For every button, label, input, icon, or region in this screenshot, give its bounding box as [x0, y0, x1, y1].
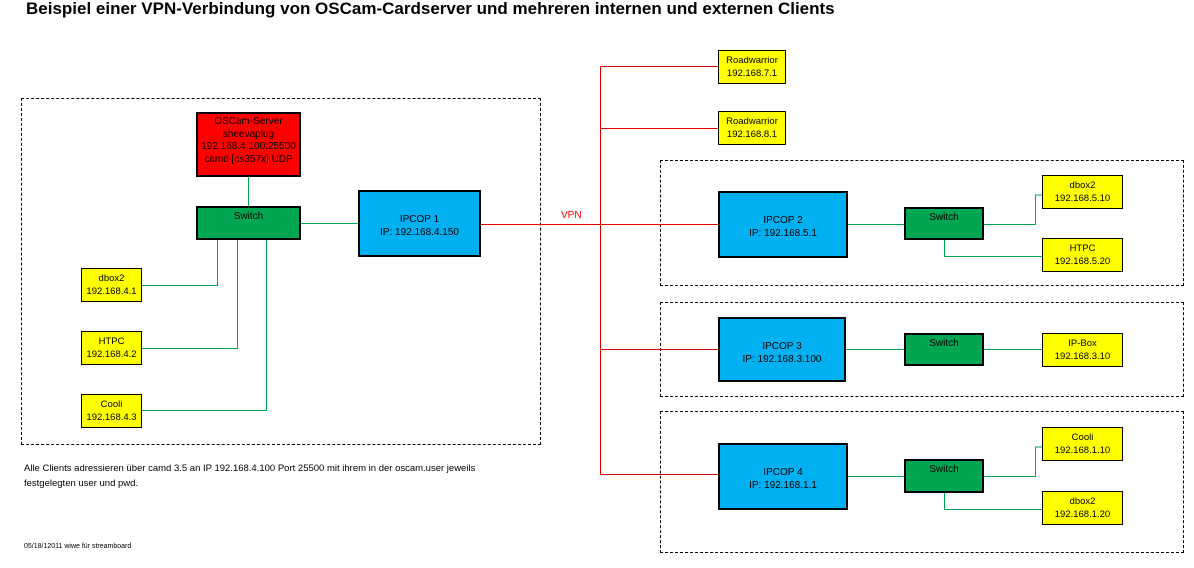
vpn-links — [480, 66, 719, 475]
footer-credit: 05/18/12011 wiwe für streamboard — [24, 543, 132, 550]
switch-main: Switch — [196, 206, 301, 240]
client-name: HTPC — [1069, 243, 1096, 254]
switch-site4: Switch — [904, 459, 984, 493]
lan-links — [142, 176, 1043, 510]
switch-label: Switch — [233, 211, 264, 222]
client-dbox2-site2: dbox2 192.168.5.10 — [1042, 175, 1123, 209]
roadwarrior-2: Roadwarrior 192.168.8.1 — [718, 111, 786, 145]
client-ip: 192.168.8.1 — [726, 129, 778, 140]
client-ip: 192.168.5.20 — [1054, 256, 1111, 267]
client-ip: 192.168.5.10 — [1054, 193, 1111, 204]
switch-label: Switch — [929, 464, 959, 475]
roadwarrior-1: Roadwarrior 192.168.7.1 — [718, 50, 786, 84]
server-protocol: camd [cs357x] UDP — [204, 153, 293, 165]
server-address: 192.168.4.100:25500 — [201, 141, 296, 152]
router-name: IPCOP 3 — [762, 341, 802, 352]
link-switch-htpc — [142, 239, 238, 349]
client-name: dbox2 — [98, 273, 125, 284]
client-name: Cooli — [100, 399, 123, 410]
oscam-server-node: OSCam-Server sheevaplug 192.168.4.100:25… — [196, 112, 301, 177]
link-switch2-htpc — [944, 239, 1043, 257]
switch-label: Switch — [929, 212, 959, 223]
client-dbox2-site4: dbox2 192.168.1.20 — [1042, 491, 1123, 525]
link-switch2-dbox2 — [983, 194, 1043, 225]
client-ip: 192.168.7.1 — [726, 68, 778, 79]
router-name: IPCOP 1 — [399, 214, 440, 225]
link-switch4-cooli — [983, 446, 1043, 477]
client-cooli-site4: Cooli 192.168.1.10 — [1042, 427, 1123, 461]
client-ip: 192.168.4.3 — [86, 412, 137, 423]
client-htpc-internal: HTPC 192.168.4.2 — [81, 331, 142, 365]
client-ip: 192.168.3.10 — [1054, 351, 1111, 362]
client-ip: 192.168.1.10 — [1054, 445, 1111, 456]
router-name: IPCOP 4 — [763, 467, 803, 478]
server-host: sheevaplug — [222, 128, 275, 140]
ipcop2-node: IPCOP 2 IP: 192.168.5.1 — [718, 191, 848, 258]
ipcop4-node: IPCOP 4 IP: 192.168.1.1 — [718, 443, 848, 510]
router-ip: IP: 192.168.4.150 — [380, 227, 459, 238]
client-ipbox-site3: IP-Box 192.168.3.10 — [1042, 333, 1123, 367]
client-ip: 192.168.4.1 — [86, 286, 137, 297]
router-name: IPCOP 2 — [763, 215, 803, 226]
client-name: dbox2 — [1069, 180, 1096, 191]
switch-site2: Switch — [904, 207, 984, 240]
client-name: IP-Box — [1068, 338, 1097, 349]
link-switch-cooli — [142, 239, 267, 411]
client-ip: 192.168.4.2 — [86, 349, 137, 360]
client-name: Roadwarrior — [726, 116, 778, 127]
client-htpc-site2: HTPC 192.168.5.20 — [1042, 238, 1123, 272]
link-switch-dbox2 — [142, 239, 218, 286]
diagram-title: Beispiel einer VPN-Verbindung von OSCam-… — [26, 0, 835, 18]
site4-frame — [660, 411, 1184, 553]
router-ip: IP: 192.168.1.1 — [749, 480, 817, 491]
description-note: Alle Clients adressieren über camd 3.5 a… — [24, 461, 544, 491]
client-cooli-internal: Cooli 192.168.4.3 — [81, 394, 142, 428]
client-name: Roadwarrior — [726, 55, 778, 66]
ipcop3-node: IPCOP 3 IP: 192.168.3.100 — [718, 317, 846, 382]
note-line-2: festgelegten user und pwd. — [24, 478, 139, 489]
ipcop1-node: IPCOP 1 IP: 192.168.4.150 — [358, 190, 481, 257]
client-name: Cooli — [1071, 432, 1094, 443]
vpn-label: VPN — [561, 210, 582, 221]
switch-site3: Switch — [904, 333, 984, 366]
server-name: OSCam-Server — [214, 116, 283, 127]
internal-network-frame — [21, 98, 541, 445]
client-ip: 192.168.1.20 — [1054, 509, 1111, 520]
note-line-1: Alle Clients adressieren über camd 3.5 a… — [24, 463, 476, 474]
client-name: HTPC — [98, 336, 125, 347]
client-name: dbox2 — [1069, 496, 1096, 507]
router-ip: IP: 192.168.5.1 — [749, 228, 817, 239]
client-dbox2-internal: dbox2 192.168.4.1 — [81, 268, 142, 302]
link-switch4-dbox2 — [944, 492, 1043, 510]
router-ip: IP: 192.168.3.100 — [742, 354, 822, 365]
switch-label: Switch — [929, 338, 959, 349]
site2-frame — [660, 160, 1184, 286]
